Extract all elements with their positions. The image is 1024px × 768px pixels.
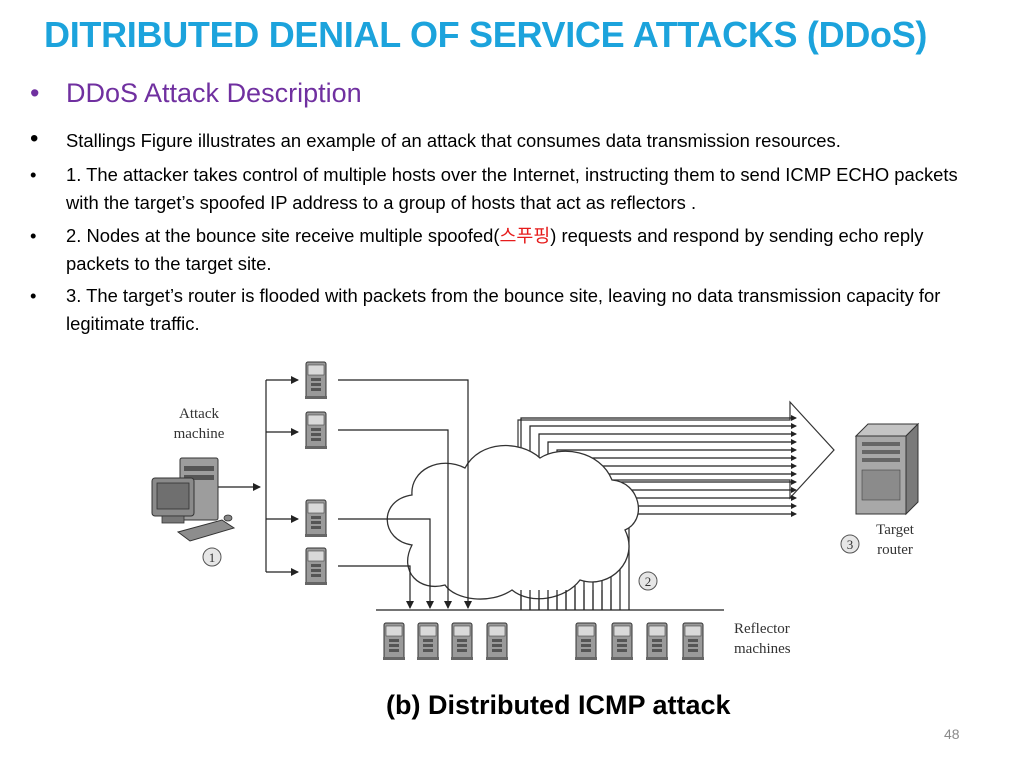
bullet-item: • 2. Nodes at the bounce site receive mu…	[30, 222, 990, 278]
bullet-item: • 3. The target’s router is flooded with…	[30, 282, 990, 338]
internet-cloud	[386, 445, 640, 600]
target-router-icon	[854, 422, 920, 516]
zombie-server-icon	[304, 499, 328, 538]
bullet-item: • Stallings Figure illustrates an exampl…	[30, 125, 990, 155]
label-line: Reflector	[734, 621, 790, 637]
bullet-text: Stallings Figure illustrates an example …	[66, 130, 841, 151]
zombie-server-icon	[304, 361, 328, 400]
svg-text:3: 3	[847, 537, 854, 552]
label-line: router	[877, 542, 913, 558]
zombie-server-icon	[304, 411, 328, 450]
step-3-marker: 3	[840, 534, 860, 554]
reflector-server-icon	[681, 622, 705, 661]
bullet-marker: •	[30, 164, 37, 185]
bullet-text: 2. Nodes at the bounce site receive mult…	[66, 222, 990, 278]
bullet-marker: •	[30, 225, 37, 246]
reflector-server-icon	[645, 622, 669, 661]
svg-text:1: 1	[209, 550, 216, 565]
reflector-server-icon	[450, 622, 474, 661]
bullet-text: 3. The target’s router is flooded with p…	[66, 285, 941, 334]
reflector-machines-label: Reflector machines	[734, 619, 810, 659]
label-line: Attack	[179, 406, 219, 422]
step-2-marker: 2	[638, 571, 658, 591]
attack-machine-label: Attack machine	[162, 404, 236, 444]
label-line: Target	[876, 522, 914, 538]
korean-spoofing-term: 스푸핑	[499, 225, 551, 246]
bullet-marker: •	[30, 78, 40, 108]
step-1-marker: 1	[202, 547, 222, 567]
subtitle: DDoS Attack Description	[66, 78, 362, 108]
bullet-marker: •	[30, 285, 37, 306]
bullet-text-part: 2. Nodes at the bounce site receive mult…	[66, 225, 500, 246]
label-line: machines	[734, 641, 791, 657]
zombie-server-icon	[304, 547, 328, 586]
reflector-server-icon	[610, 622, 634, 661]
reflector-server-icon	[574, 622, 598, 661]
attack-computer-icon	[151, 457, 236, 542]
bullet-text-part: ) requests and respond by sending echo r…	[66, 225, 924, 274]
slide-title: DITRIBUTED DENIAL OF SERVICE ATTACKS (DD…	[44, 14, 928, 55]
reflector-server-icon	[382, 622, 406, 661]
figure-caption: (b) Distributed ICMP attack	[386, 690, 731, 720]
label-line: machine	[173, 426, 225, 442]
reflector-server-icon	[485, 622, 509, 661]
svg-text:2: 2	[645, 574, 652, 589]
bullet-item: • 1. The attacker takes control of multi…	[30, 161, 990, 217]
echo-request-lines	[338, 379, 472, 609]
bullet-text: 1. The attacker takes control of multipl…	[66, 164, 958, 213]
page-number: 48	[944, 726, 960, 742]
reflector-server-icon	[416, 622, 440, 661]
subtitle-row: • DDoS Attack Description	[30, 78, 362, 109]
target-router-label: Target router	[862, 520, 928, 560]
bullet-marker: •	[30, 125, 39, 152]
